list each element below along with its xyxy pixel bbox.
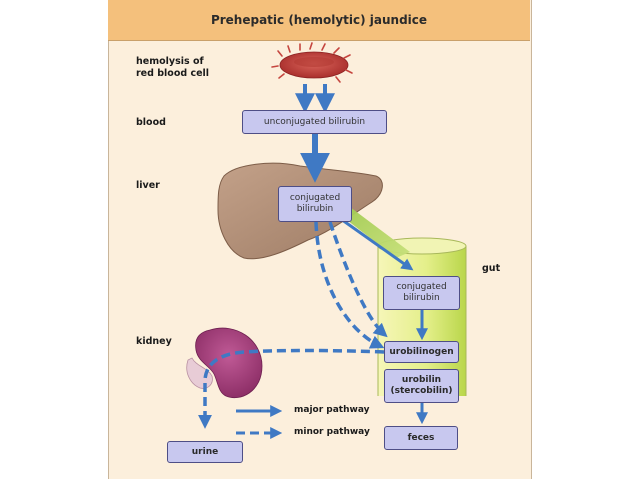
minor-pathway-arrows [198, 221, 388, 439]
liver-urobilinogen-loop-inner [328, 221, 388, 338]
legend-major-pathway: major pathway [294, 405, 370, 415]
liver-urobilinogen-loop-outer [314, 221, 385, 349]
box-feces: feces [384, 426, 458, 450]
bile-duct [334, 204, 410, 258]
kidney-icon [186, 327, 263, 399]
label-kidney: kidney [136, 336, 172, 347]
box-conjugated-bilirubin-liver: conjugated bilirubin [278, 186, 352, 222]
box-urine: urine [167, 441, 243, 463]
diagram-panel [108, 0, 532, 479]
major-pathway-arrows [236, 84, 428, 425]
liver-to-gut-arrow [337, 215, 414, 271]
red-blood-cell-icon [271, 42, 353, 83]
urobilinogen-to-urine-arrow [198, 348, 385, 429]
box-urobilinogen: urobilinogen [384, 341, 459, 363]
label-gut: gut [482, 263, 501, 274]
box-unconjugated-bilirubin: unconjugated bilirubin [242, 110, 387, 134]
label-liver: liver [136, 180, 160, 191]
legend-minor-pathway: minor pathway [294, 427, 370, 437]
label-hemolysis: hemolysis of red blood cell [136, 56, 210, 79]
box-urobilin-stercobilin: urobilin (stercobilin) [384, 369, 459, 403]
box-conjugated-bilirubin-gut: conjugated bilirubin [383, 276, 460, 310]
label-blood: blood [136, 117, 166, 128]
diagram-title: Prehepatic (hemolytic) jaundice [108, 0, 530, 41]
